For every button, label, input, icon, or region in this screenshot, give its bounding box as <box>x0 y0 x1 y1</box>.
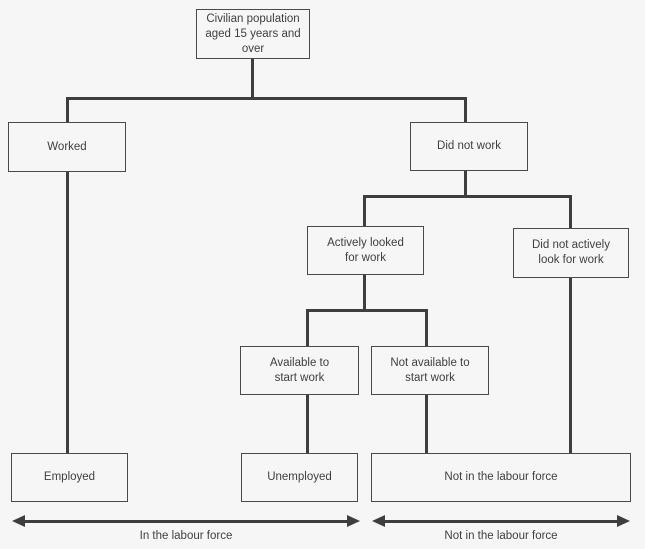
node-not-in-the-labour-force: Not in the labour force <box>371 453 631 502</box>
connector-not-available-drop <box>425 309 428 346</box>
connector-level2-crossbar <box>363 195 572 198</box>
connector-worked-to-employed <box>66 172 69 453</box>
connector-worked-drop <box>66 97 69 122</box>
arrowhead-left-icon <box>12 515 25 527</box>
connector-did-not-actively-to-nilf <box>569 278 572 453</box>
connector-available-to-unemployed <box>306 395 309 453</box>
node-unemployed-label: Unemployed <box>267 471 332 483</box>
arrowhead-right-icon <box>617 515 630 527</box>
node-not-in-the-labour-force-label: Not in the labour force <box>444 471 558 483</box>
node-unemployed: Unemployed <box>241 453 358 502</box>
node-worked-label: Worked <box>47 140 87 153</box>
connector-civilian-stem <box>251 59 254 100</box>
connector-did-not-work-stem <box>464 171 467 198</box>
connector-not-available-to-nilf <box>425 395 428 453</box>
node-employed-label: Employed <box>43 471 96 483</box>
in-labour-force-extent-arrow <box>12 515 360 527</box>
connector-actively-looked-drop <box>363 195 366 226</box>
arrow-shaft <box>21 519 351 523</box>
not-in-labour-force-extent-label: Not in the labour force <box>444 530 558 542</box>
connector-level3-crossbar <box>306 309 428 312</box>
connector-did-not-actively-drop <box>569 195 572 228</box>
not-in-labour-force-extent-arrow <box>372 515 630 527</box>
node-did-not-work: Did not work <box>410 122 528 171</box>
in-labour-force-extent-label: In the labour force <box>139 530 233 542</box>
connector-level1-crossbar <box>66 97 467 100</box>
node-worked: Worked <box>8 122 126 172</box>
connector-did-not-work-drop <box>464 97 467 122</box>
node-employed: Employed <box>11 453 128 502</box>
connector-actively-looked-stem <box>363 275 366 312</box>
arrowhead-left-icon <box>372 515 385 527</box>
node-did-not-work-label: Did not work <box>437 140 501 152</box>
arrowhead-right-icon <box>347 515 360 527</box>
arrow-shaft <box>381 519 621 523</box>
connector-available-drop <box>306 309 309 346</box>
